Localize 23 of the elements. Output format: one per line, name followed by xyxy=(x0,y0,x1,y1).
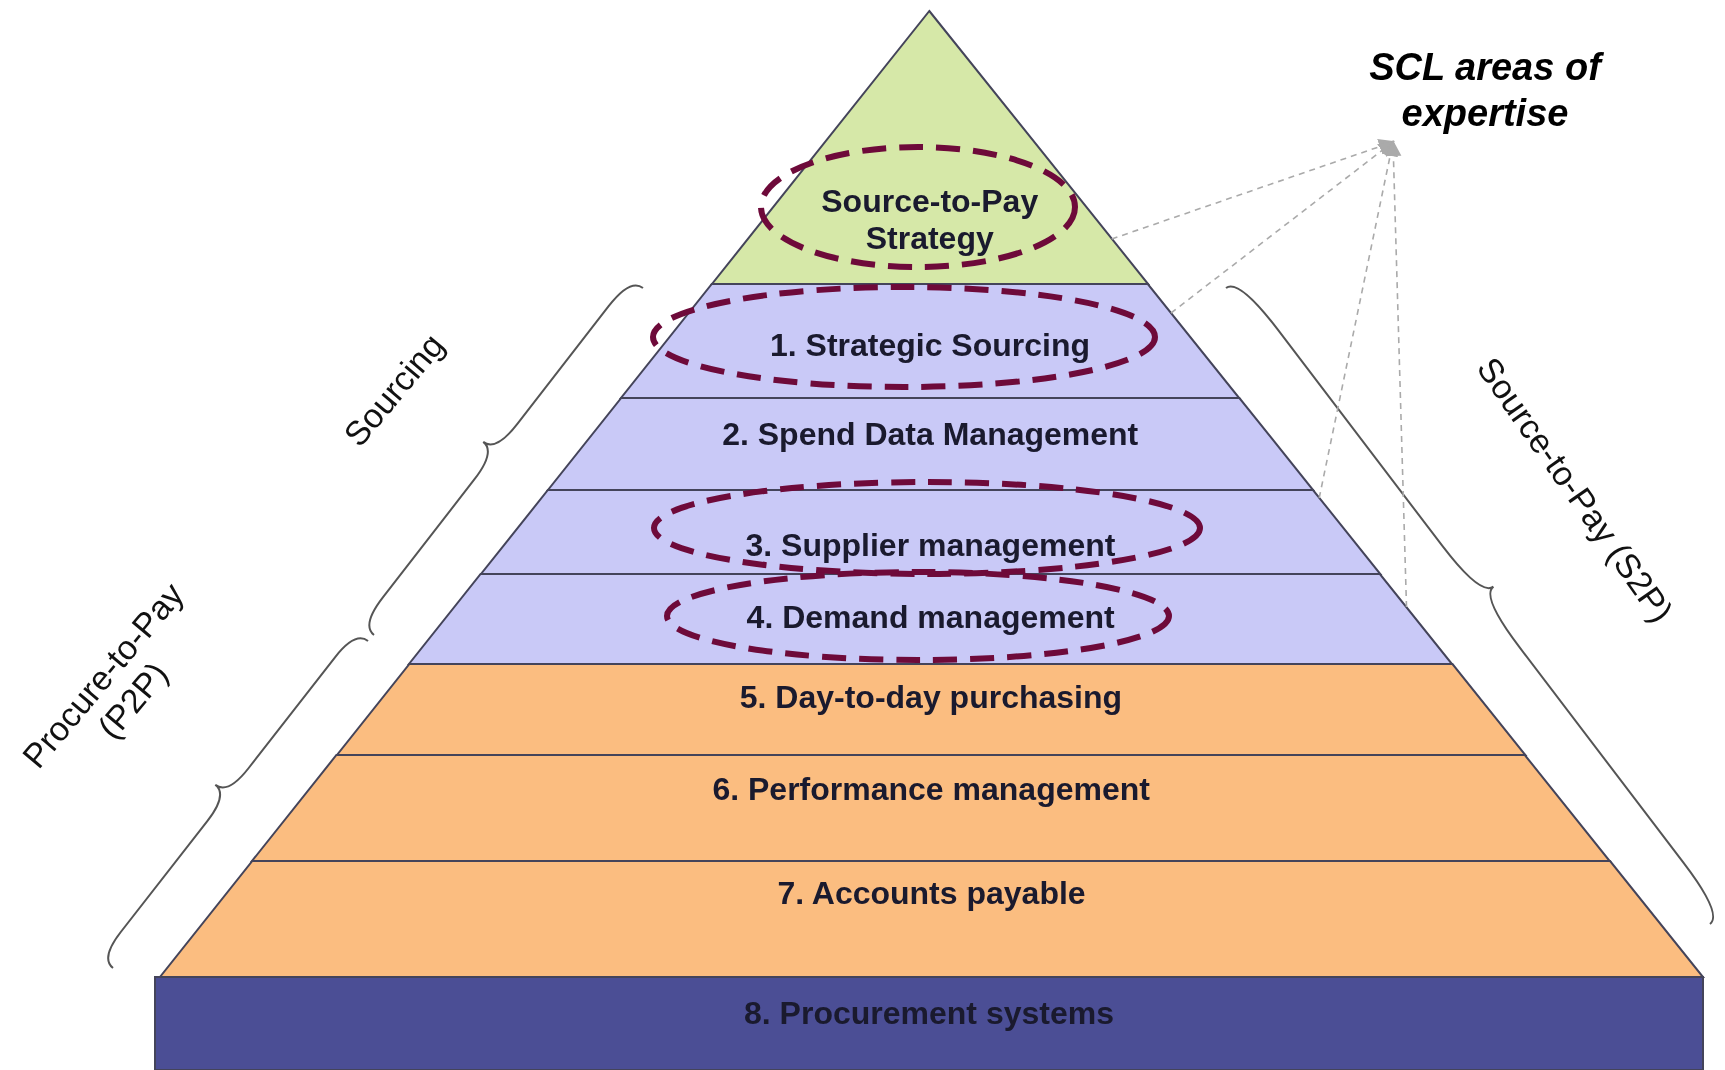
leader-line xyxy=(1110,139,1395,240)
pyramid-band xyxy=(160,861,1703,977)
band-label: 3. Supplier management xyxy=(745,526,1116,564)
base-band xyxy=(155,977,1703,1070)
pyramid-band xyxy=(480,490,1381,574)
pyramid-band xyxy=(547,398,1313,490)
pyramid-band xyxy=(711,11,1148,284)
pyramid-band xyxy=(620,284,1240,398)
callout-text: SCL areas of expertise xyxy=(1360,44,1610,136)
leader-line xyxy=(1318,140,1398,499)
band-label: 8. Procurement systems xyxy=(744,994,1114,1032)
pyramid-band xyxy=(409,574,1453,664)
band-label: Source-to-Pay Strategy xyxy=(820,183,1040,257)
pyramid-band xyxy=(336,664,1526,755)
band-label: 5. Day-to-day purchasing xyxy=(739,678,1123,716)
band-label: 4. Demand management xyxy=(746,598,1115,636)
band-label: 1. Strategic Sourcing xyxy=(769,326,1091,364)
band-label: 2. Spend Data Management xyxy=(722,415,1139,453)
band-label: 6. Performance management xyxy=(712,770,1150,808)
leader-line xyxy=(1385,140,1408,608)
pyramid-band xyxy=(252,755,1611,861)
leader-line xyxy=(1170,140,1395,314)
band-label: 7. Accounts payable xyxy=(777,874,1086,912)
